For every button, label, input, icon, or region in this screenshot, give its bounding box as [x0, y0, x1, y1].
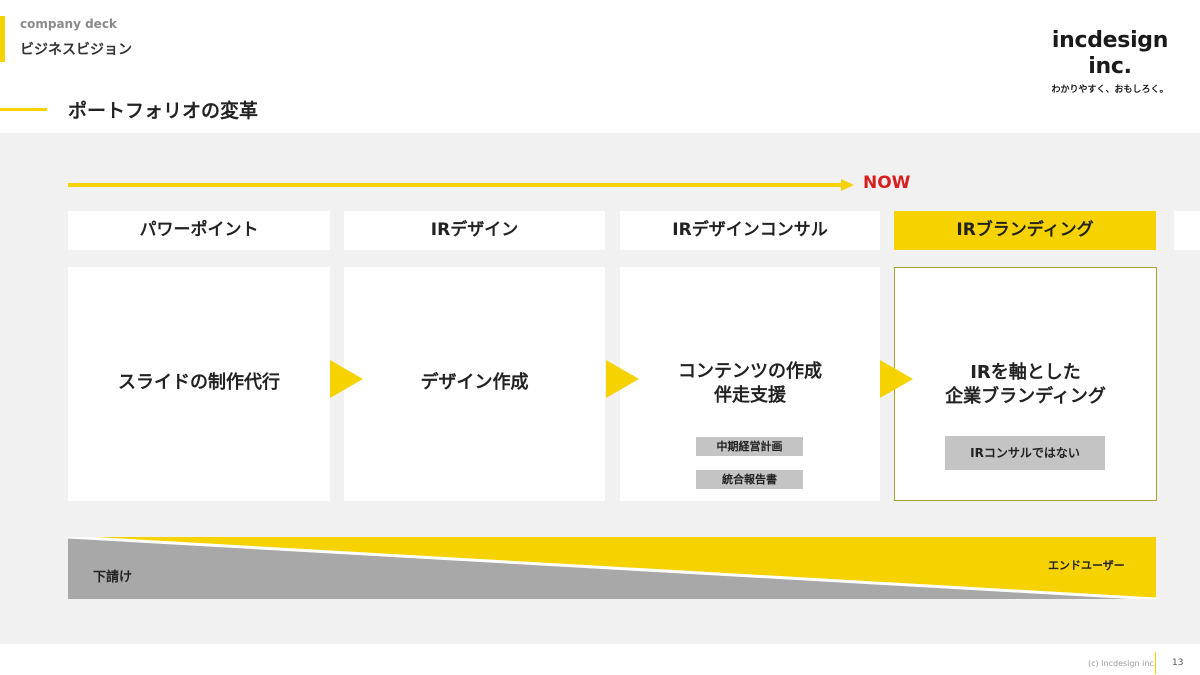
stage-card-line: スライドの制作代行 — [118, 372, 280, 393]
stage-card-powerpoint: スライドの制作代行 — [68, 267, 330, 501]
stage-tab-ir-branding: IRブランディング — [894, 211, 1156, 250]
company-logo: incdesign inc. わかりやすく、おもしろく。 — [1030, 28, 1190, 95]
footer-divider — [1155, 652, 1156, 674]
page-number: 13 — [1172, 658, 1184, 668]
tag-integrated-report: 統合報告書 — [696, 470, 803, 489]
chevron-right-icon — [330, 360, 363, 398]
header-accent-bar — [0, 16, 5, 62]
stage-card-ir-branding: IRを軸とした 企業ブランディング IRコンサルではない — [894, 267, 1157, 501]
stage-card-ir-design: デザイン作成 — [344, 267, 605, 501]
band-divider — [68, 537, 1156, 599]
stage-card-text: スライドの制作代行 — [68, 371, 330, 395]
tag-not-ir-consulting: IRコンサルではない — [945, 436, 1105, 470]
stage-card-line: 伴走支援 — [714, 385, 786, 406]
band-label-enduser: エンドユーザー — [1048, 559, 1125, 572]
chevron-right-icon — [880, 360, 913, 398]
stage-tab-ir-design: IRデザイン — [344, 211, 605, 250]
shift-band-graphic — [68, 537, 1156, 599]
band-label-subcontract: 下請け — [93, 570, 133, 585]
stage-tab-ir-design-consul: IRデザインコンサル — [620, 211, 880, 250]
logo-tagline: わかりやすく、おもしろく。 — [1051, 85, 1169, 95]
timeline-arrow-icon — [841, 179, 854, 191]
stage-tab-powerpoint: パワーポイント — [68, 211, 330, 250]
section-title: ビジネスビジョン — [20, 42, 132, 58]
stage-card-text: デザイン作成 — [344, 371, 605, 395]
stage-card-text: IRを軸とした 企業ブランディング — [895, 361, 1156, 409]
stage-card-line: IRを軸とした — [970, 362, 1081, 383]
next-stage-tab-stub — [1174, 211, 1200, 250]
chevron-right-icon — [606, 360, 639, 398]
stage-card-line: デザイン作成 — [420, 372, 529, 393]
now-label: NOW — [863, 173, 911, 193]
page-heading: ポートフォリオの変革 — [68, 100, 259, 122]
tag-mid-term-plan: 中期経営計画 — [696, 437, 803, 456]
timeline-line — [68, 183, 843, 187]
stage-card-text: コンテンツの作成 伴走支援 — [620, 360, 880, 408]
heading-accent-line — [0, 108, 47, 111]
logo-name: incdesign inc. — [1051, 28, 1169, 79]
stage-card-ir-design-consul: コンテンツの作成 伴走支援 中期経営計画 統合報告書 — [620, 267, 880, 501]
footer-copyright: (c) Incdesign inc. — [1088, 659, 1157, 668]
stage-card-line: コンテンツの作成 — [678, 361, 822, 382]
deck-label: company deck — [20, 17, 117, 31]
stage-card-line: 企業ブランディング — [945, 386, 1106, 407]
